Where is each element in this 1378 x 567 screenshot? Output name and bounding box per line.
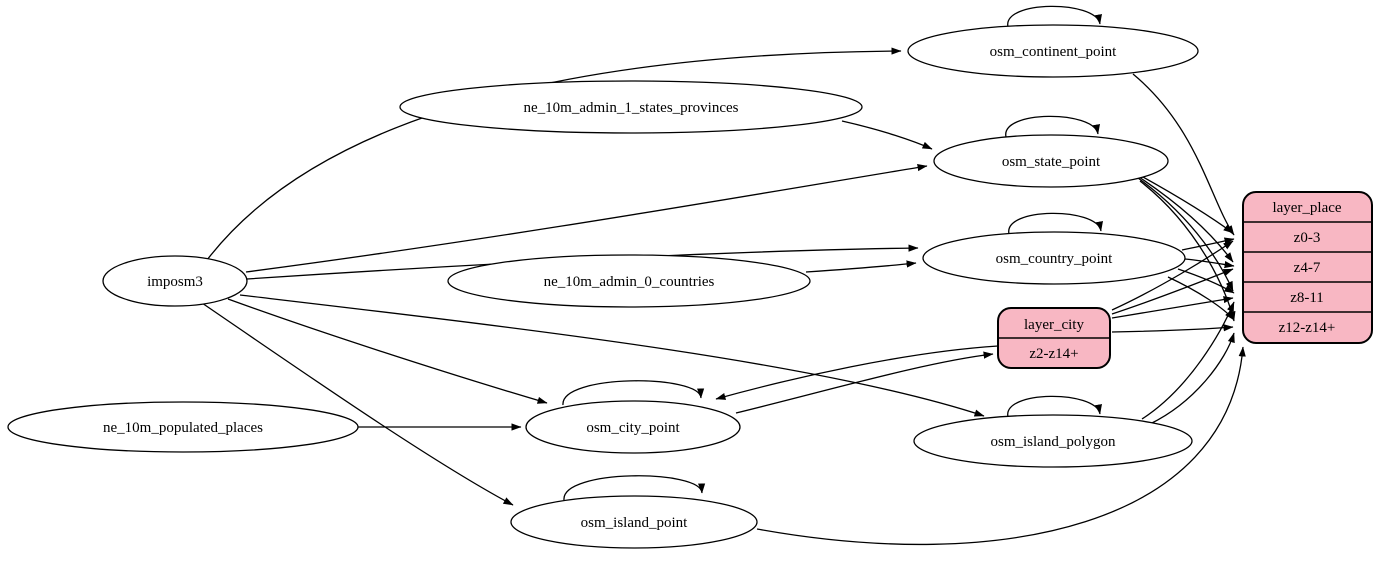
edge-layer_city-to-layer_place-z12-z14 xyxy=(1111,324,1234,333)
edge-layer_city-to-layer_place-z4-7 xyxy=(1111,268,1234,315)
node-osm_country_point-shape xyxy=(922,231,1186,285)
record-layer_place-box xyxy=(1242,191,1373,344)
node-osm_island_polygon-label: osm_island_polygon xyxy=(990,434,1116,450)
record-layer_place-row-z0-3: z0-3 xyxy=(1294,230,1321,246)
node-osm_city_point: osm_city_point xyxy=(525,400,741,454)
node-osm_city_point-shape xyxy=(525,400,741,454)
edge-osm_city_point-self-loop xyxy=(562,380,705,406)
edge-osm_country_point-to-layer_place-z0-3 xyxy=(1181,237,1235,251)
edge-osm_country_point-to-layer_place-z4-7 xyxy=(1184,258,1235,269)
node-osm_island_polygon: osm_island_polygon xyxy=(913,414,1193,468)
edge-osm_island_point-to-layer_place-z12-z14 xyxy=(756,346,1246,546)
node-osm_island_point: osm_island_point xyxy=(510,495,758,549)
node-imposm3-shape xyxy=(102,255,248,307)
node-ne_10m_admin_0_countries: ne_10m_admin_0_countries xyxy=(447,254,811,308)
record-layer_city-title: layer_city xyxy=(1024,317,1084,333)
edge-layer xyxy=(201,5,1246,546)
edge-imposm3-to-osm_city_point xyxy=(227,298,548,404)
edge-imposm3-to-osm_state_point xyxy=(245,163,928,273)
edge-osm_state_point-to-layer_place-z0-3 xyxy=(1133,171,1234,234)
edge-osm_state_point-to-layer_place-z4-7 xyxy=(1135,174,1234,263)
record-layer_city-row-z2-z14: z2-z14+ xyxy=(1029,346,1078,362)
node-ne_10m_admin_0_countries-label: ne_10m_admin_0_countries xyxy=(544,274,715,290)
edge-layer_city-to-layer_place-z0-3 xyxy=(1111,240,1234,311)
edge-osm_state_point-to-layer_place-z8-11 xyxy=(1137,177,1234,292)
edge-imposm3-to-osm_island_polygon xyxy=(239,294,985,417)
node-osm_continent_point-label: osm_continent_point xyxy=(990,44,1117,60)
edge-osm_island_point-self-loop xyxy=(563,475,706,501)
node-osm_continent_point-shape xyxy=(907,24,1199,78)
edge-osm_country_point-to-layer_place-z8-11 xyxy=(1177,268,1235,294)
edge-osm_island_polygon-to-layer_place-z8-11 xyxy=(1141,301,1235,420)
edge-osm_continent_point-self-loop xyxy=(1007,5,1102,28)
record-layer_place-row-z4-7: z4-7 xyxy=(1294,260,1321,276)
node-ne_10m_populated_places-shape xyxy=(7,401,359,453)
edge-imposm3-to-osm_island_point xyxy=(201,302,514,506)
node-osm_island_point-label: osm_island_point xyxy=(581,515,689,531)
node-ne_10m_populated_places: ne_10m_populated_places xyxy=(7,401,359,453)
node-ne_10m_populated_places-label: ne_10m_populated_places xyxy=(103,420,263,436)
edge-layer_city-to-layer_place-z8-11 xyxy=(1111,296,1234,319)
record-layer_place: layer_place z0-3 z4-7 z8-11 z12-z14+ xyxy=(1242,191,1373,344)
edge-osm_city_point-to-layer_city-z2-z14 xyxy=(735,351,994,414)
record-layer_place-row-z8-11: z8-11 xyxy=(1290,290,1324,306)
edge-osm_state_point-self-loop xyxy=(1005,115,1100,138)
node-imposm3: imposm3 xyxy=(102,255,248,307)
node-ne_10m_admin_1_states_provinces-shape xyxy=(399,80,863,134)
node-osm_state_point-label: osm_state_point xyxy=(1002,154,1101,170)
node-osm_continent_point: osm_continent_point xyxy=(907,24,1199,78)
node-ne_10m_admin_1_states_provinces: ne_10m_admin_1_states_provinces xyxy=(399,80,863,134)
edge-osm_island_polygon-self-loop xyxy=(1007,395,1102,418)
node-osm_island_point-shape xyxy=(510,495,758,549)
record-layer_place-row-z12-z14: z12-z14+ xyxy=(1279,320,1336,336)
node-osm_state_point: osm_state_point xyxy=(933,134,1169,188)
node-osm_state_point-shape xyxy=(933,134,1169,188)
node-imposm3-label: imposm3 xyxy=(147,274,203,290)
record-layer_city: layer_city z2-z14+ xyxy=(997,307,1111,369)
node-osm_country_point-label: osm_country_point xyxy=(996,251,1113,267)
edge-osm_country_point-to-layer_place-z12-z14 xyxy=(1167,276,1235,321)
edge-layer_city-to-osm_city_point xyxy=(715,345,999,400)
node-osm_city_point-label: osm_city_point xyxy=(586,420,680,436)
node-ne_10m_admin_1_states_provinces-label: ne_10m_admin_1_states_provinces xyxy=(524,100,739,116)
edge-osm_country_point-self-loop xyxy=(1008,212,1103,235)
edge-ne_10m_admin_0_countries-to-osm_country_point xyxy=(805,260,917,273)
edge-osm_continent_point-to-layer_place-z0-3 xyxy=(1132,73,1235,236)
record-layer_place-title: layer_place xyxy=(1272,200,1341,216)
node-osm_country_point: osm_country_point xyxy=(922,231,1186,285)
node-osm_island_polygon-shape xyxy=(913,414,1193,468)
node-ne_10m_admin_0_countries-shape xyxy=(447,254,811,308)
edge-ne_10m_admin_1_states_provinces-to-osm_state_point xyxy=(841,120,933,150)
edge-osm_island_polygon-to-layer_place-z12-z14 xyxy=(1149,332,1235,425)
